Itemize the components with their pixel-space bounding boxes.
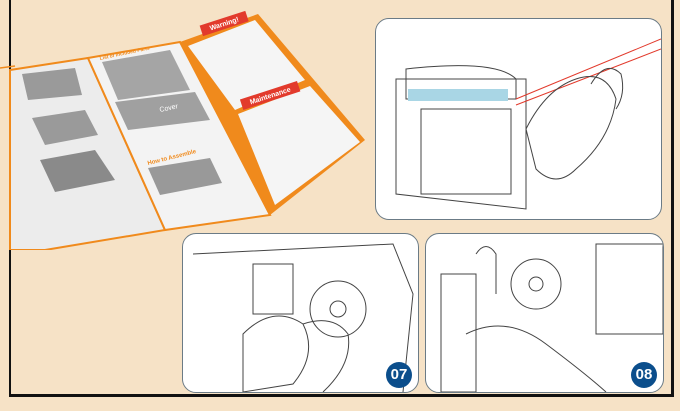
maintenance-banner <box>239 80 301 110</box>
step-number-badge: 07 <box>386 362 412 388</box>
illustration-panel-top <box>375 18 662 220</box>
step-number-badge: 08 <box>631 362 657 388</box>
frame-border-bottom <box>9 394 674 397</box>
warning-banner <box>199 10 249 37</box>
frame-border-right <box>671 0 674 397</box>
cover-label: Cover <box>159 103 179 114</box>
instruction-brochure: Warning! Maintenance List of Included Pa… <box>0 10 365 250</box>
illustration-panel-step-07: 07 <box>182 233 419 393</box>
illustration-panel-step-08: 08 <box>425 233 664 393</box>
